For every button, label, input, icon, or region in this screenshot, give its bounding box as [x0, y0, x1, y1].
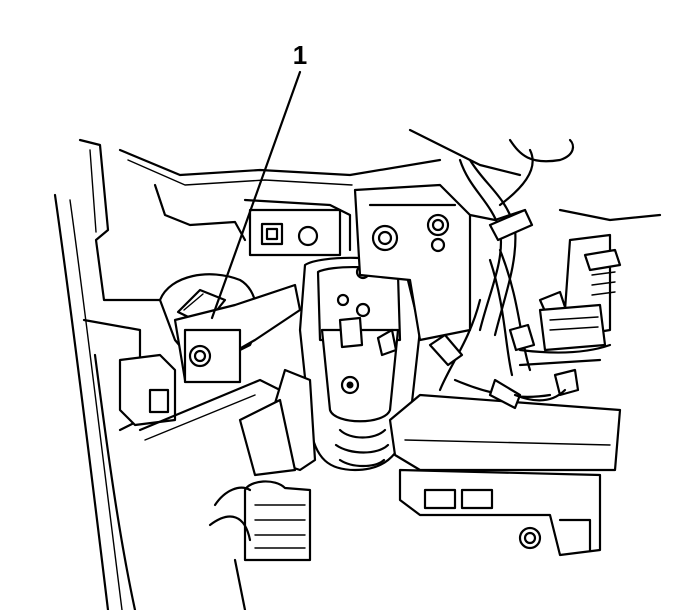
lower-strap — [238, 368, 317, 477]
callout-label-1: 1 — [293, 40, 307, 70]
bolt-icon — [518, 526, 542, 550]
lower-right-panel — [388, 393, 622, 557]
callout-leader-line — [210, 70, 302, 320]
bolt-icon — [426, 213, 450, 253]
column-support-bracket — [298, 256, 422, 472]
module-1 — [158, 273, 302, 384]
bolt-icon — [188, 344, 212, 368]
upper-dash-panel — [118, 128, 522, 252]
right-components — [518, 208, 662, 367]
wire-harness-icon — [438, 138, 580, 410]
bolt-icon — [371, 224, 399, 252]
mounting-plate — [248, 208, 342, 257]
pedal-assembly — [208, 480, 312, 610]
